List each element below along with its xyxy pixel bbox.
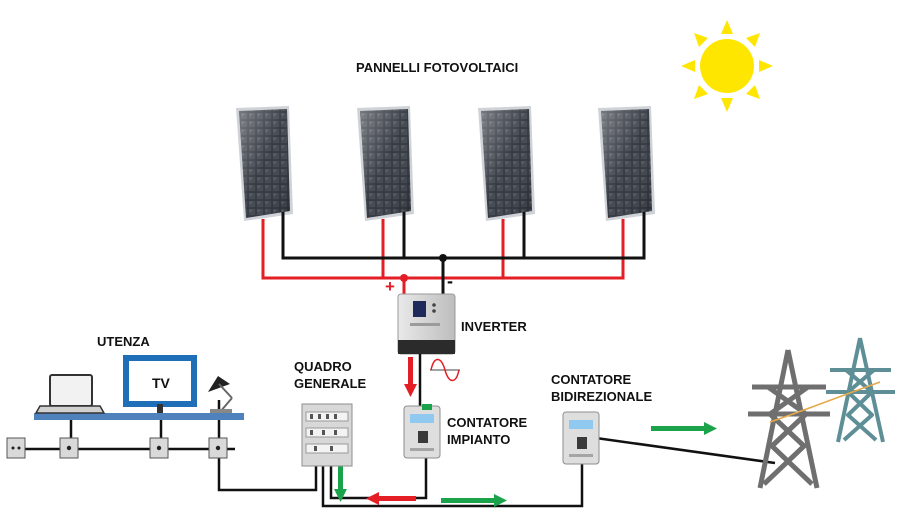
quadro-down-green-arrow (334, 466, 347, 502)
negative-junction (439, 254, 447, 262)
socket-icon (149, 437, 169, 459)
sun-icon (681, 20, 773, 112)
solar-panel-3 (478, 106, 535, 221)
tv-label: TV (152, 375, 170, 391)
minus-sign: - (447, 271, 453, 291)
grid-export-green-arrow (651, 422, 717, 435)
solar-panel-2 (357, 106, 414, 221)
solar-panel-4 (598, 106, 655, 221)
plus-sign: + (385, 277, 395, 296)
transmission-tower-teal-icon (826, 337, 895, 443)
import-left-red-arrow (366, 492, 416, 505)
contatore-impianto-meter (403, 404, 441, 459)
transmission-tower-grey-icon (748, 349, 830, 489)
negative-dc-wiring (281, 212, 646, 296)
utenza-label: UTENZA (97, 334, 150, 349)
contatore-bidirezionale-label: CONTATORE BIDIREZIONALE (551, 372, 653, 404)
power-line (769, 381, 881, 423)
socket-icon (208, 437, 228, 459)
tv-icon (123, 355, 197, 413)
export-right-green-arrow (441, 494, 507, 507)
utenza-shelf (34, 413, 244, 420)
ac-sine-wave-icon (430, 358, 460, 382)
solar-panel-1 (236, 106, 293, 221)
inverter-display (413, 301, 426, 317)
desk-lamp-icon (208, 376, 233, 413)
positive-junction (400, 274, 408, 282)
quadro-generale-panel (301, 403, 353, 467)
panels-title: PANNELLI FOTOVOLTAICI (356, 60, 519, 75)
socket-icon (6, 437, 26, 459)
quadro-generale-label: QUADRO GENERALE (294, 359, 367, 391)
socket-icon (59, 437, 79, 459)
inverter-to-meter-red-arrow (404, 357, 417, 397)
inverter-label: INVERTER (461, 319, 527, 334)
laptop-icon (34, 374, 106, 414)
contatore-impianto-label: CONTATORE IMPIANTO (447, 415, 528, 447)
contatore-bidirezionale-meter (562, 411, 600, 465)
inverter-unit (397, 293, 456, 355)
